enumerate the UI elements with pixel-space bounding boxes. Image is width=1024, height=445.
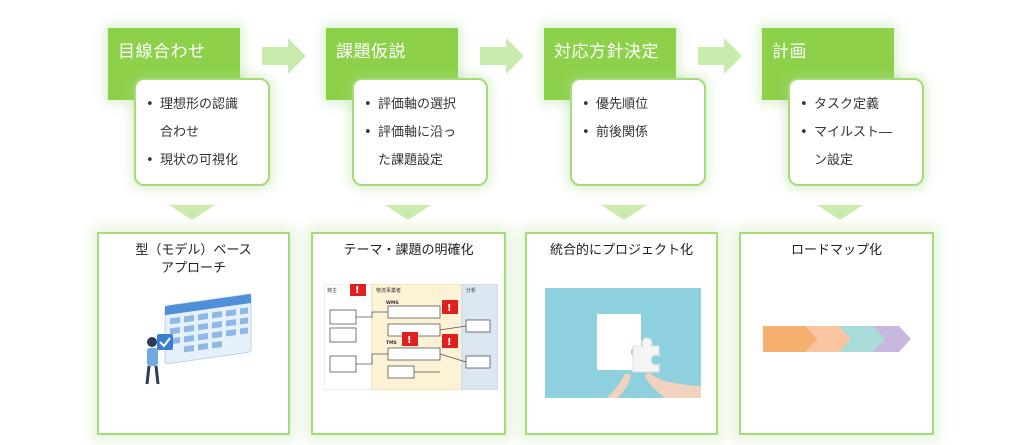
alert-icon-1: ! (350, 284, 366, 296)
output-4-title: ロードマップ化 (790, 243, 882, 258)
alert-icon-4: ! (442, 334, 458, 348)
phase-3-title: 対応方針決定 (554, 42, 659, 62)
output-card-3: 統合的にプロジェクト化 (525, 232, 718, 435)
flow-arrow-3-icon (698, 38, 742, 74)
down-arrow-3-icon (601, 205, 647, 220)
output-card-4: ロードマップ化 (739, 232, 934, 435)
phase-2-title: 課題仮説 (336, 42, 406, 62)
phase-4-bubble: タスク定義 マイルスト― ン設定 (788, 78, 924, 186)
phase-1-bullet-2: 現状の可視化 (146, 147, 268, 175)
phase-4-title: 計画 (772, 42, 807, 62)
flow-arrow-1-icon (262, 38, 306, 74)
phase-3-bullet-1: 優先順位 (582, 91, 704, 119)
svg-text:!: ! (407, 335, 412, 346)
phase-1-bubble: 理想形の認識 合わせ 現状の可視化 (134, 78, 270, 186)
down-arrow-4-icon (817, 205, 863, 220)
phase-3-bubble: 優先順位 前後関係 (570, 78, 706, 186)
svg-text:!: ! (447, 337, 452, 348)
lane-1-label: 荷主 (327, 287, 337, 294)
down-arrow-2-icon (385, 205, 431, 220)
phase-4-bullet-1: タスク定義 (800, 91, 922, 119)
svg-text:!: ! (447, 303, 452, 314)
system-1-label: WMS (386, 300, 399, 306)
flow-arrow-2-icon (480, 38, 524, 74)
output-card-1: 型（モデル）ベース アプローチ (97, 232, 290, 435)
svg-text:!: ! (355, 285, 360, 296)
phase-4-bullet-2: マイルスト― ン設定 (800, 119, 922, 175)
puzzle-piece-photo (545, 288, 701, 398)
down-arrow-1-icon (169, 205, 215, 220)
phase-2-bullet-1: 評価軸の選択 (364, 91, 486, 119)
lane-2-label: 物流事業者 (376, 287, 401, 294)
alert-icon-3: ! (402, 332, 418, 346)
phase-2-bullet-2: 評価軸に沿っ た課題設定 (364, 119, 486, 175)
output-2-title: テーマ・課題の明確化 (343, 243, 474, 258)
phase-1-title: 目線合わせ (118, 42, 206, 62)
system-2-label: TMS (386, 340, 397, 346)
lane-3-label: 分析 (466, 287, 476, 294)
roadmap-chevrons (763, 326, 911, 352)
alert-icon-2: ! (442, 300, 458, 314)
output-1-title: 型（モデル）ベース アプローチ (135, 243, 252, 276)
process-flow-diagram: 荷主 物流事業者 分析 WMS TMS ! (324, 284, 498, 390)
phase-2-bubble: 評価軸の選択 評価軸に沿っ た課題設定 (352, 78, 488, 186)
output-card-2: テーマ・課題の明確化 荷主 物流事業者 分析 WMS TMS (311, 232, 506, 435)
phase-1-bullet-1: 理想形の認識 合わせ (146, 91, 268, 147)
output-3-title: 統合的にプロジェクト化 (549, 243, 693, 258)
phase-3-bullet-2: 前後関係 (582, 119, 704, 147)
calendar-checklist-illustration (145, 293, 252, 385)
